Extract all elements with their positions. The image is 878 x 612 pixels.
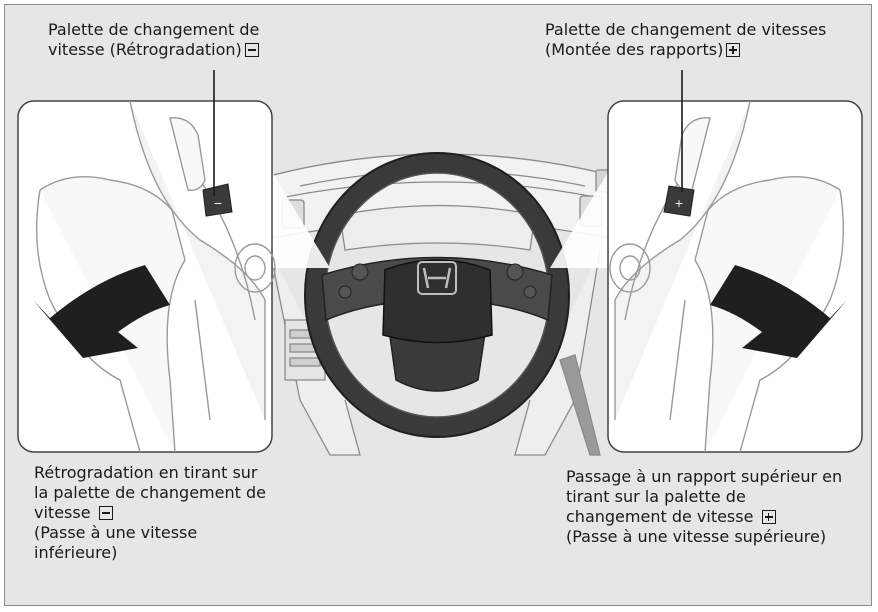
- minus-box-icon: [244, 43, 259, 57]
- label-bottom-right: Passage à un rapport supérieur en tirant…: [566, 467, 843, 546]
- label-top-left: Palette de changement de vitesse (Rétrog…: [48, 20, 260, 59]
- plus-box-icon: [761, 510, 776, 524]
- right-zoom-panel: +: [550, 70, 863, 453]
- paddle-minus-sign: −: [213, 197, 222, 210]
- label-bottom-left: Rétrogradation en tirant sur la palette …: [34, 463, 266, 562]
- plus-box-icon: [726, 43, 741, 57]
- paddle-plus-sign: +: [674, 197, 683, 210]
- steering-wheel: [304, 152, 570, 438]
- left-paddle: −: [202, 183, 233, 217]
- right-paddle: +: [663, 185, 695, 217]
- minus-box-icon: [98, 506, 113, 520]
- honda-logo-icon: [417, 261, 457, 295]
- left-pull-arrow-icon: [33, 265, 170, 358]
- right-pull-arrow-icon: [710, 265, 847, 358]
- left-zoom-panel: −: [17, 70, 330, 453]
- label-top-right: Palette de changement de vitesses (Monté…: [545, 20, 827, 59]
